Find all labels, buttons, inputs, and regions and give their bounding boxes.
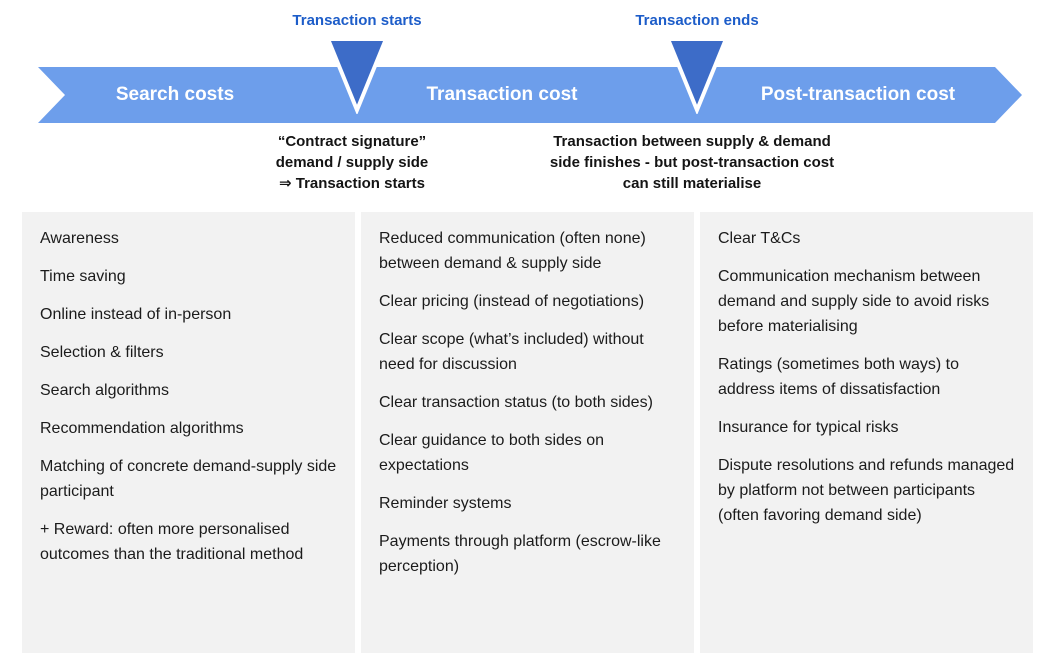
post-transaction-cost-item: Dispute resolutions and refunds managed … (718, 457, 1015, 524)
transaction-starts-annotation: “Contract signature” demand / supply side… (222, 131, 482, 194)
segment-transaction-cost: Transaction cost (426, 84, 578, 105)
transaction-cost-item: Clear scope (what’s included) without ne… (379, 331, 644, 373)
post-transaction-cost-item: Ratings (sometimes both ways) to address… (718, 356, 959, 398)
segment-search-costs: Search costs (115, 84, 235, 105)
search-cost-item: Recommendation algorithms (40, 420, 244, 437)
annotation-line: Transaction between supply & demand (553, 133, 831, 150)
transaction-cost-item: Clear pricing (instead of negotiations) (379, 293, 645, 310)
transaction-ends-annotation: Transaction between supply & demand side … (517, 131, 867, 194)
annotation-line: demand / supply side (275, 154, 429, 171)
transaction-cost-item: Reduced communication (often none) betwe… (379, 230, 646, 272)
annotation-line: “Contract signature” (277, 133, 427, 150)
transaction-ends-label: Transaction ends (635, 12, 759, 29)
search-cost-item: Matching of concrete demand-supply side … (40, 458, 337, 500)
search-cost-item: Search algorithms (40, 382, 169, 399)
segment-post-transaction-cost: Post-transaction cost (760, 84, 956, 105)
transaction-cost-panel: Reduced communication (often none) betwe… (361, 212, 694, 653)
transaction-starts-label: Transaction starts (292, 12, 422, 29)
transaction-ends-triangle-icon (665, 37, 729, 114)
search-cost-item: + Reward: often more personalised outcom… (40, 521, 304, 563)
transaction-cost-item: Reminder systems (379, 495, 512, 512)
post-transaction-cost-item: Insurance for typical risks (718, 419, 899, 436)
search-cost-item: Online instead of in-person (40, 306, 232, 323)
search-cost-item: Time saving (40, 268, 126, 285)
search-cost-item: Awareness (40, 230, 119, 247)
transaction-cost-item: Clear transaction status (to both sides) (379, 394, 653, 411)
post-transaction-cost-item: Communication mechanism between demand a… (718, 268, 990, 335)
timeline-arrow-band (38, 67, 1022, 123)
transaction-cost-item: Payments through platform (escrow-like p… (379, 533, 661, 575)
post-transaction-cost-item: Clear T&Cs (718, 230, 801, 247)
annotation-line: side finishes - but post-transaction cos… (549, 154, 835, 171)
transaction-starts-triangle-icon (325, 37, 389, 114)
annotation-line: can still materialise (622, 175, 762, 192)
transaction-cost-item: Clear guidance to both sides on expectat… (379, 432, 605, 474)
annotation-line: ⇒ Transaction starts (279, 175, 425, 192)
search-cost-item: Selection & filters (40, 344, 164, 361)
